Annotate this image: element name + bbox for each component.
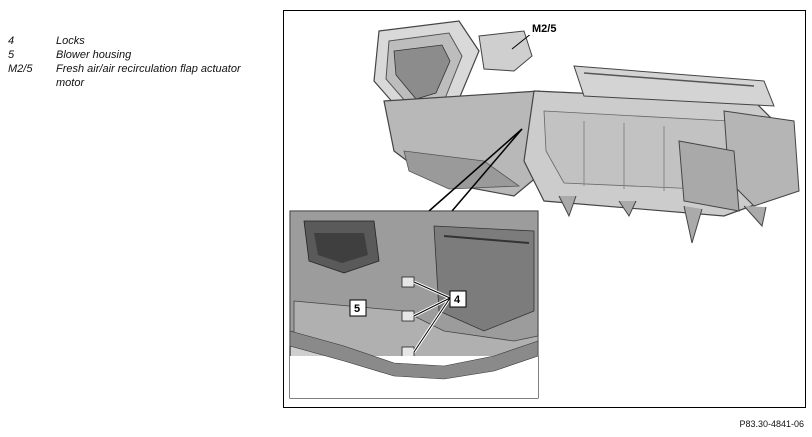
detail-inset [289,210,539,399]
legend-desc: Blower housing [56,49,132,61]
detail-line [428,128,523,212]
legend-row: 5 Blower housing [8,48,246,62]
callout-4-box [449,290,467,308]
legend-key: 4 [8,35,15,47]
callout-m2-5: M2/5 [532,23,556,35]
callout-m2-5-box [529,19,565,35]
technical-illustration: M2/5 5 4 [283,10,806,408]
callout-4-leaders [412,280,452,353]
hvac-assembly [373,20,800,244]
legend: 4 Locks 5 Blower housing M2/5 Fresh air/… [8,34,246,90]
callout-5: 5 [354,303,360,315]
legend-row: 4 Locks [8,34,246,48]
figure-code: P83.30-4841-06 [739,419,804,429]
callout-5-box [349,299,367,317]
legend-desc: Locks [56,35,85,47]
detail-line [451,128,523,212]
callout-m2-5-leader [511,32,533,50]
legend-key: 5 [8,49,15,61]
callout-4: 4 [454,294,461,306]
illustration-svg: M2/5 5 4 [289,19,800,399]
legend-key: M2/5 [8,63,33,75]
legend-row: M2/5 Fresh air/air recirculation flap ac… [8,62,246,90]
legend-desc: Fresh air/air recirculation flap actuato… [56,63,241,89]
